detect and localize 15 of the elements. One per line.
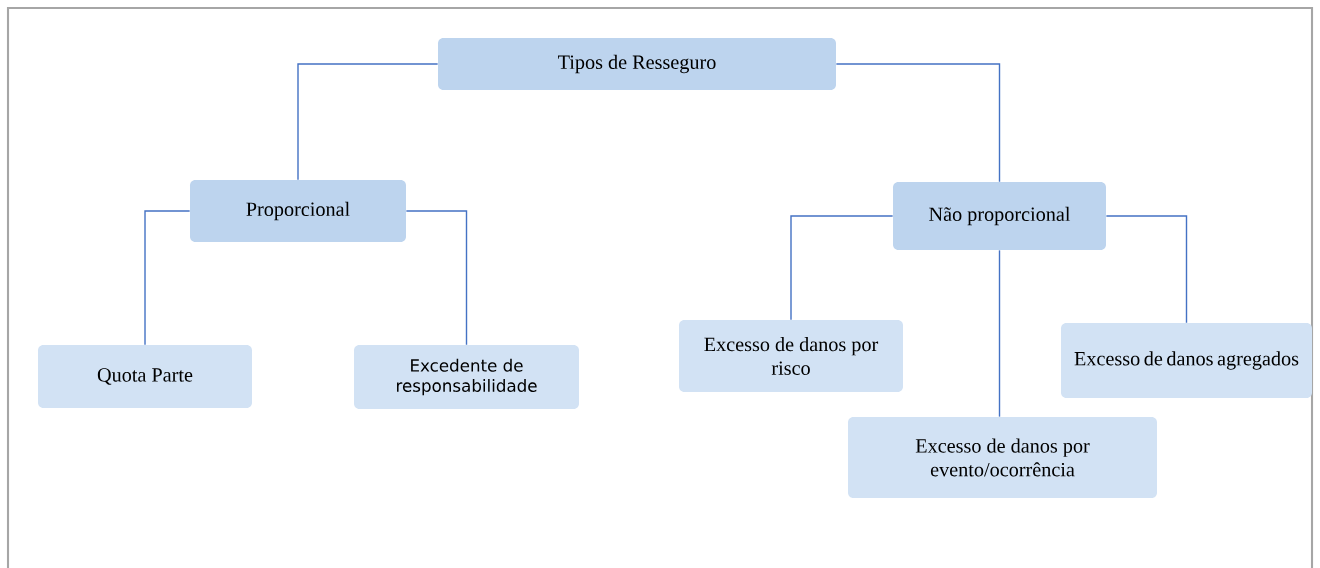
connector-line — [835, 63, 1001, 183]
category-box: Excedente de responsabilidade — [354, 345, 579, 409]
category-box: Proporcional — [190, 180, 406, 242]
connector-line — [790, 215, 894, 321]
connector-line — [405, 210, 468, 346]
connector-line — [297, 63, 439, 181]
connector-line — [144, 210, 191, 346]
connector-line — [998, 249, 1001, 418]
category-box: Excesso de danos agregados — [1061, 323, 1312, 398]
category-box: Excesso de danos por evento/ocorrência — [848, 417, 1157, 498]
category-box: Excesso de danos por risco — [679, 320, 903, 392]
category-box: Quota Parte — [38, 345, 252, 408]
category-box: Não proporcional — [893, 182, 1106, 250]
category-box: Tipos de Resseguro — [438, 38, 836, 90]
connector-line — [1105, 215, 1188, 324]
